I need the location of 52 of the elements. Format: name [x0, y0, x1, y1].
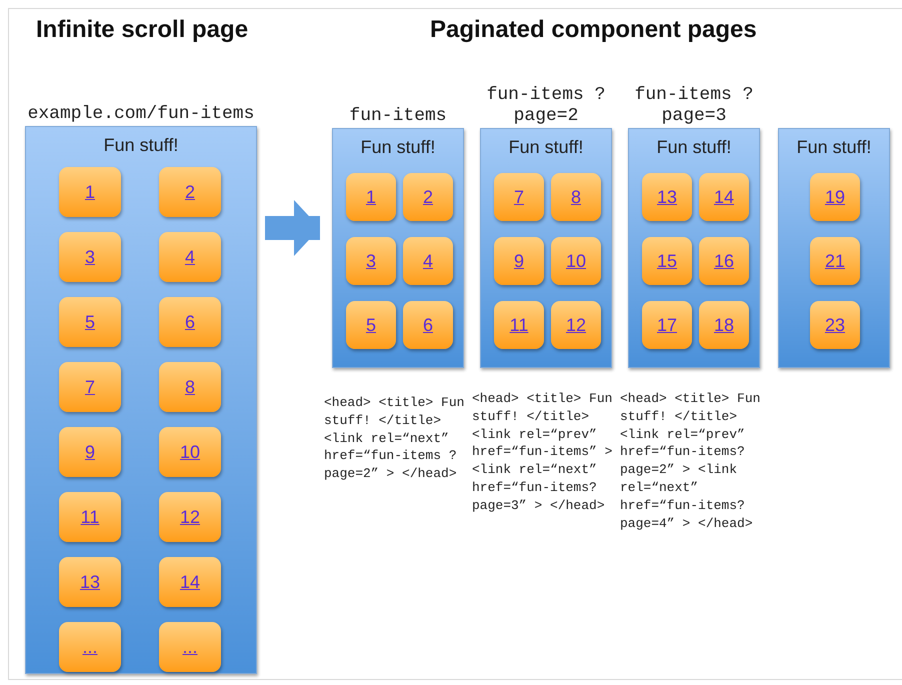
page-title: Fun stuff!: [508, 137, 584, 158]
link-tile: 1: [59, 167, 121, 217]
url-label: fun-items ?page=3: [634, 84, 754, 128]
link-tile: 4: [403, 237, 453, 285]
link-tile: 5: [346, 301, 396, 349]
section-heading: Infinite scroll page: [36, 16, 248, 44]
code-snippet: <head> <title> Fun stuff! </title> <link rel=“prev” href=“fun-items?page=2” > <link rel=“next” href=“fun-items?page=4” > </head>: [620, 390, 762, 532]
link-tile: 12: [551, 301, 601, 349]
link-tile: 8: [551, 173, 601, 221]
link-tile: 7: [494, 173, 544, 221]
link-tile: 3: [346, 237, 396, 285]
link-tile: 19: [810, 173, 860, 221]
link-tile: 15: [642, 237, 692, 285]
link-tile: 16: [699, 237, 749, 285]
link-tile: 11: [494, 301, 544, 349]
url-label: fun-items: [349, 106, 447, 128]
link-tile: 2: [403, 173, 453, 221]
link-tile: 10: [551, 237, 601, 285]
page-title: Fun stuff!: [796, 137, 872, 158]
link-tile: 8: [159, 362, 221, 412]
link-tile: 9: [59, 427, 121, 477]
link-tile: 14: [699, 173, 749, 221]
link-tile: 5: [59, 297, 121, 347]
link-tile: 1: [346, 173, 396, 221]
link-tile: 18: [699, 301, 749, 349]
link-tile: 10: [159, 427, 221, 477]
link-tile: 21: [810, 237, 860, 285]
link-tile: 12: [159, 492, 221, 542]
page-title: Fun stuff!: [656, 137, 732, 158]
code-snippet: <head> <title> Fun stuff! </title> <link rel=“next” href=“fun-items ?page=2” > </head>: [324, 394, 466, 483]
url-label: fun-items ?page=2: [486, 84, 606, 128]
link-tile: 23: [810, 301, 860, 349]
link-tile: 4: [159, 232, 221, 282]
section-heading: Paginated component pages: [430, 16, 757, 44]
link-tile: 2: [159, 167, 221, 217]
link-tile: 9: [494, 237, 544, 285]
link-tile: 17: [642, 301, 692, 349]
page-title: Fun stuff!: [102, 135, 180, 156]
code-snippet: <head> <title> Fun stuff! </title> <link rel=“prev” href=“fun-items” > <link rel=“next” href=“fun-items?page=3” > </head>: [472, 390, 614, 515]
link-tile: 11: [59, 492, 121, 542]
link-tile: 13: [59, 557, 121, 607]
link-tile: 13: [642, 173, 692, 221]
page-title: Fun stuff!: [360, 137, 436, 158]
arrow: [265, 200, 320, 256]
link-tile: 7: [59, 362, 121, 412]
link-tile: 3: [59, 232, 121, 282]
link-tile: 6: [403, 301, 453, 349]
link-tile: 14: [159, 557, 221, 607]
link-tile: ...: [159, 622, 221, 672]
url-label: example.com/fun-items: [28, 104, 254, 126]
link-tile: ...: [59, 622, 121, 672]
link-tile: 6: [159, 297, 221, 347]
